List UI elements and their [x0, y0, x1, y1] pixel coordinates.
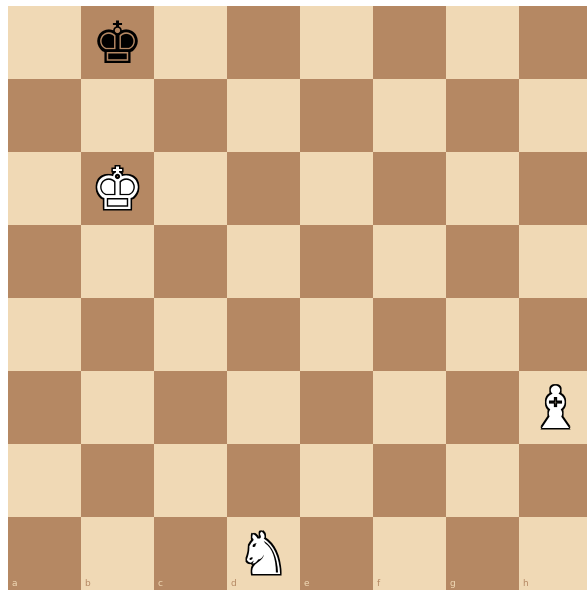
square-h4[interactable] [519, 298, 587, 371]
square-e8[interactable] [300, 6, 373, 79]
square-h2[interactable] [519, 444, 587, 517]
square-c3[interactable] [154, 371, 227, 444]
square-d6[interactable] [227, 152, 300, 225]
square-f4[interactable] [373, 298, 446, 371]
black-king-icon[interactable]: ♚ [81, 6, 154, 79]
square-f1[interactable]: f [373, 517, 446, 590]
square-g5[interactable] [446, 225, 519, 298]
square-e2[interactable] [300, 444, 373, 517]
square-c5[interactable] [154, 225, 227, 298]
square-d2[interactable] [227, 444, 300, 517]
square-g2[interactable] [446, 444, 519, 517]
square-a6[interactable] [8, 152, 81, 225]
square-g3[interactable] [446, 371, 519, 444]
white-bishop-icon[interactable]: ♝ [519, 371, 587, 444]
square-b4[interactable] [81, 298, 154, 371]
square-f2[interactable] [373, 444, 446, 517]
square-e3[interactable] [300, 371, 373, 444]
square-e6[interactable] [300, 152, 373, 225]
square-d8[interactable] [227, 6, 300, 79]
square-a3[interactable] [8, 371, 81, 444]
square-b7[interactable] [81, 79, 154, 152]
square-h3[interactable]: ♝ [519, 371, 587, 444]
square-g4[interactable] [446, 298, 519, 371]
square-b1[interactable]: b [81, 517, 154, 590]
square-e5[interactable] [300, 225, 373, 298]
square-c4[interactable] [154, 298, 227, 371]
square-f3[interactable] [373, 371, 446, 444]
square-e7[interactable] [300, 79, 373, 152]
square-c1[interactable]: c [154, 517, 227, 590]
square-a1[interactable]: a [8, 517, 81, 590]
square-d3[interactable] [227, 371, 300, 444]
square-f8[interactable] [373, 6, 446, 79]
square-g1[interactable]: g [446, 517, 519, 590]
square-h8[interactable] [519, 6, 587, 79]
white-king-icon[interactable]: ♚ [81, 152, 154, 225]
square-h5[interactable] [519, 225, 587, 298]
square-c2[interactable] [154, 444, 227, 517]
square-d1[interactable]: ♞d [227, 517, 300, 590]
square-f5[interactable] [373, 225, 446, 298]
square-a5[interactable] [8, 225, 81, 298]
square-a7[interactable] [8, 79, 81, 152]
square-d7[interactable] [227, 79, 300, 152]
square-h7[interactable] [519, 79, 587, 152]
square-h6[interactable] [519, 152, 587, 225]
square-c7[interactable] [154, 79, 227, 152]
square-a8[interactable] [8, 6, 81, 79]
square-b5[interactable] [81, 225, 154, 298]
square-g8[interactable] [446, 6, 519, 79]
square-f6[interactable] [373, 152, 446, 225]
square-a2[interactable] [8, 444, 81, 517]
square-e1[interactable]: e [300, 517, 373, 590]
square-f7[interactable] [373, 79, 446, 152]
square-b2[interactable] [81, 444, 154, 517]
white-knight-icon[interactable]: ♞ [227, 517, 300, 590]
square-b8[interactable]: ♚ [81, 6, 154, 79]
square-d5[interactable] [227, 225, 300, 298]
square-c8[interactable] [154, 6, 227, 79]
square-e4[interactable] [300, 298, 373, 371]
square-h1[interactable]: h [519, 517, 587, 590]
square-b6[interactable]: ♚ [81, 152, 154, 225]
square-c6[interactable] [154, 152, 227, 225]
square-d4[interactable] [227, 298, 300, 371]
square-b3[interactable] [81, 371, 154, 444]
square-g7[interactable] [446, 79, 519, 152]
square-a4[interactable] [8, 298, 81, 371]
square-g6[interactable] [446, 152, 519, 225]
